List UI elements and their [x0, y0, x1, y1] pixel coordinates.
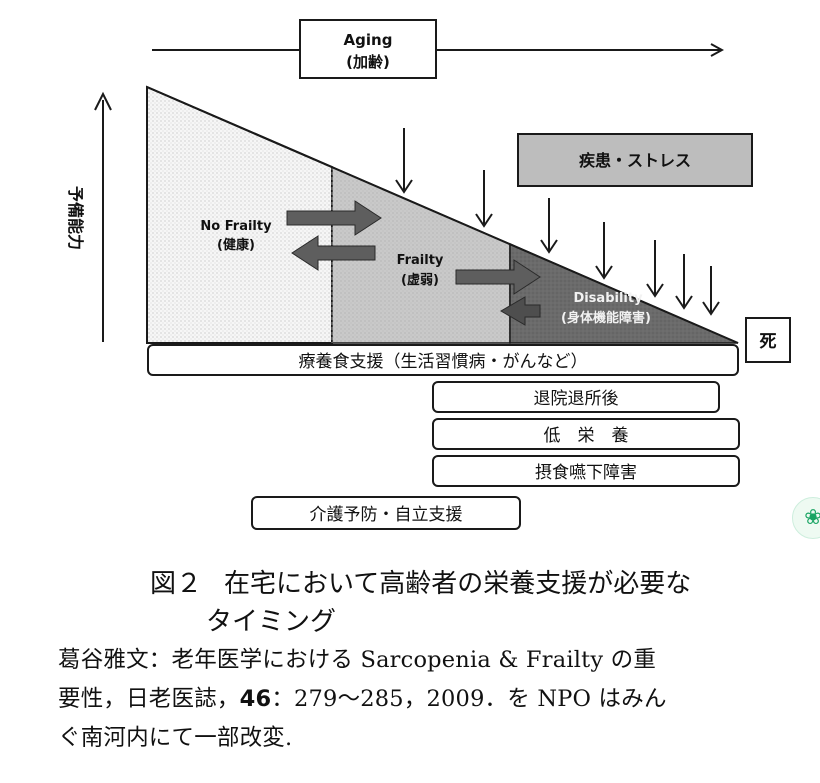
disability-sublabel: (身体機能障害) — [561, 310, 651, 326]
source-line-3: ぐ南河内にて一部改変. — [58, 725, 293, 751]
support-bar-label: 療養食支援（生活習慣病・がんなど） — [299, 352, 588, 372]
transition-arrow-left — [500, 296, 541, 326]
support-bar-dysphagia: 摂食嚥下障害 — [432, 455, 740, 487]
decline-slope — [146, 86, 739, 344]
transition-arrow-left — [291, 235, 376, 271]
diagram-canvas: Aging (加齢) 予備能力 No Frailty (健康) Frailty … — [66, 19, 791, 530]
caption-title-line1: 在宅において高齢者の栄養支援が必要な — [224, 569, 692, 599]
stress-arrows — [395, 128, 720, 316]
down-arrowhead — [675, 295, 693, 310]
down-arrowhead — [646, 283, 664, 298]
transition-arrow-right — [286, 200, 382, 236]
source-line-2: 要性，日老医誌，46：279〜285，2009．を NPO はみん — [58, 681, 667, 713]
frailty-sublabel: (虚弱) — [401, 272, 439, 288]
source-volume: 46 — [239, 686, 272, 712]
reserve-capacity-axis — [94, 91, 112, 342]
stress-label: 疾患・ストレス — [579, 151, 691, 170]
support-bar-label: 摂食嚥下障害 — [535, 463, 637, 483]
down-arrowhead — [595, 265, 613, 280]
aging-sublabel: (加齢) — [346, 53, 390, 71]
death-box: 死 — [745, 317, 791, 363]
chatgpt-logo-icon: ❀ — [804, 505, 820, 529]
no-frailty-label: No Frailty — [200, 219, 272, 234]
support-bar-therapeutic-diet: 療養食支援（生活習慣病・がんなど） — [147, 344, 739, 376]
death-label: 死 — [760, 332, 777, 352]
support-bar-label: 退院退所後 — [534, 389, 619, 409]
figure-number: 図２ — [150, 569, 203, 599]
no-frailty-sublabel: (健康) — [217, 237, 255, 253]
transition-arrow-right — [455, 259, 541, 295]
aging-label: Aging — [344, 31, 393, 49]
disease-stress-box: 疾患・ストレス — [517, 133, 753, 187]
support-bar-after-discharge: 退院退所後 — [432, 381, 720, 413]
support-bar-care-prevention: 介護予防・自立支援 — [251, 496, 521, 530]
support-bar-undernutrition: 低 栄 養 — [432, 418, 740, 450]
caption-line-1: 図２ 在宅において高齢者の栄養支援が必要な — [150, 563, 691, 600]
support-bar-label: 低 栄 養 — [544, 426, 629, 446]
down-arrowhead — [540, 239, 558, 254]
frailty-label: Frailty — [397, 253, 444, 268]
support-bar-label: 介護予防・自立支援 — [310, 505, 463, 525]
source-line2-pre: 要性，日老医誌， — [58, 686, 240, 712]
y-axis-label: 予備能力 — [66, 186, 85, 250]
frailty-diagram: Aging (加齢) 予備能力 No Frailty (健康) Frailty … — [66, 19, 791, 530]
caption-title-line2: タイミング — [206, 607, 337, 637]
source-line2-post: ：279〜285，2009．を NPO はみん — [271, 686, 667, 712]
disability-label: Disability — [573, 291, 643, 306]
down-arrowhead — [395, 179, 413, 194]
aging-box: Aging (加齢) — [299, 19, 437, 79]
down-arrowhead — [702, 301, 720, 316]
source-line-1: 葛谷雅文：老年医学における Sarcopenia & Frailty の重 — [58, 647, 657, 673]
down-arrowhead — [475, 213, 493, 228]
